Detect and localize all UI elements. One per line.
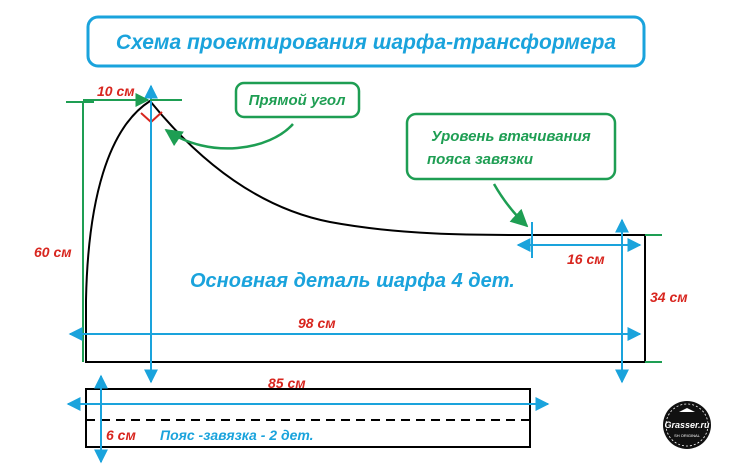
right-angle-callout-text: Прямой угол: [249, 92, 347, 109]
belt-piece-label: Пояс -завязка - 2 дет.: [160, 427, 314, 443]
top-width-label: 10 см: [97, 83, 135, 99]
seam-level-callout-text-1: Уровень втачивания: [431, 128, 591, 145]
main-piece-label: Основная деталь шарфа 4 дет.: [190, 270, 515, 292]
seam-level-callout: Уровень втачивания пояса завязки: [405, 112, 617, 228]
belt-width-label: 6 см: [106, 427, 136, 443]
main-piece-outline: [85, 99, 646, 363]
seam-level-callout-text-2: пояса завязки: [427, 151, 533, 168]
right-angle-callout: Прямой угол: [164, 81, 361, 150]
right-height-dimension: [645, 234, 662, 363]
right-offset-label: 16 см: [567, 251, 605, 267]
belt-piece: [85, 388, 531, 448]
right-height-label: 34 см: [650, 289, 688, 305]
scissors-icon: [679, 408, 695, 412]
left-height-dimension: [66, 101, 94, 362]
logo-name: Grasser.ru: [664, 420, 710, 430]
left-height-label: 60 см: [34, 244, 72, 260]
main-width-label: 98 см: [298, 315, 336, 331]
logo: Grasser.ru SH ORIGINAL: [663, 401, 711, 449]
right-angle-callout-arrow: [164, 123, 294, 150]
logo-sub: SH ORIGINAL: [674, 433, 701, 438]
diagram-title: Схема проектирования шарфа-трансформера: [116, 31, 617, 54]
title-box: Схема проектирования шарфа-трансформера: [86, 15, 646, 68]
seam-level-callout-arrow: [492, 183, 529, 228]
belt-length-label: 85 см: [268, 375, 306, 391]
